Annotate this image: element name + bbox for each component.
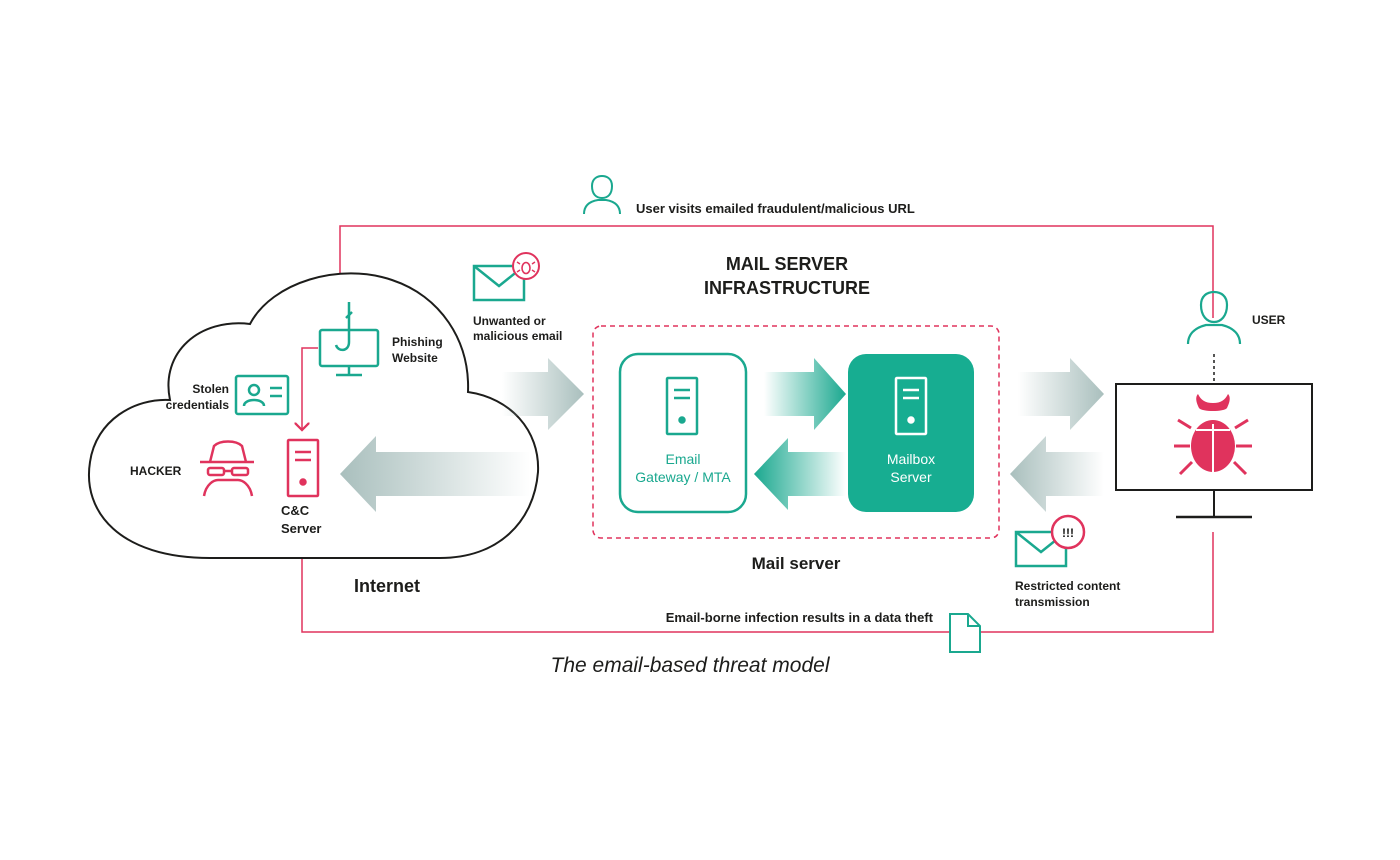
cc-label-2: Server xyxy=(281,521,321,536)
phishing-to-cc-line xyxy=(302,347,318,430)
alert-mark: !!! xyxy=(1062,526,1074,540)
id-card-icon xyxy=(234,374,290,416)
gateway-label-2: Gateway / MTA xyxy=(635,469,731,485)
phishing-label-2: Website xyxy=(392,351,438,365)
arrow-mailbox-to-user xyxy=(1018,358,1104,430)
server-icon xyxy=(894,376,928,436)
hacker-label: HACKER xyxy=(130,464,182,478)
infrastructure-boundary xyxy=(592,325,1000,539)
top-flow-line xyxy=(340,225,1214,318)
top-flow-label: User visits emailed fraudulent/malicious… xyxy=(636,201,915,216)
bottom-flow-line xyxy=(302,532,1214,633)
diagram-caption: The email-based threat model xyxy=(551,654,831,677)
restricted-label-1: Restricted content xyxy=(1015,579,1120,593)
document-icon xyxy=(949,613,981,653)
bottom-flow-label: Email-borne infection results in a data … xyxy=(666,610,934,625)
arrow-internet-to-gateway xyxy=(502,358,584,430)
arrow-gateway-to-mailbox xyxy=(764,358,846,430)
bug-icon xyxy=(1174,394,1252,476)
hacker-spy-icon xyxy=(200,440,254,497)
mail-server-label: Mail server xyxy=(752,554,841,573)
gateway-label-1: Email xyxy=(665,451,700,467)
phishing-label-1: Phishing xyxy=(392,335,443,349)
phishing-monitor-icon xyxy=(318,302,380,377)
mailbox-label-2: Server xyxy=(890,469,932,485)
stolen-label-2: credentials xyxy=(166,398,230,412)
stolen-label-1: Stolen xyxy=(192,382,229,396)
mailbox-label-1: Mailbox xyxy=(887,451,935,467)
unwanted-email-label-2: malicious email xyxy=(473,329,562,343)
cc-label-1: C&C xyxy=(281,503,310,518)
arrow-mailbox-to-gateway xyxy=(754,438,846,510)
user-icon xyxy=(583,174,621,215)
arrow-to-cc xyxy=(340,436,530,512)
user-label: USER xyxy=(1252,313,1286,327)
arrow-user-to-mailbox xyxy=(1010,436,1104,512)
server-icon xyxy=(665,376,699,436)
internet-cloud xyxy=(88,272,540,559)
user-icon xyxy=(1186,290,1242,345)
server-icon xyxy=(286,438,320,498)
infrastructure-title-line1: MAIL SERVER xyxy=(726,254,848,274)
envelope-with-alert-icon: !!! xyxy=(1014,514,1086,568)
restricted-label-2: transmission xyxy=(1015,595,1090,609)
infrastructure-title-line2: INFRASTRUCTURE xyxy=(704,278,870,298)
internet-label: Internet xyxy=(354,576,420,596)
envelope-with-bug-icon xyxy=(472,252,540,302)
unwanted-email-label-1: Unwanted or xyxy=(473,314,546,328)
